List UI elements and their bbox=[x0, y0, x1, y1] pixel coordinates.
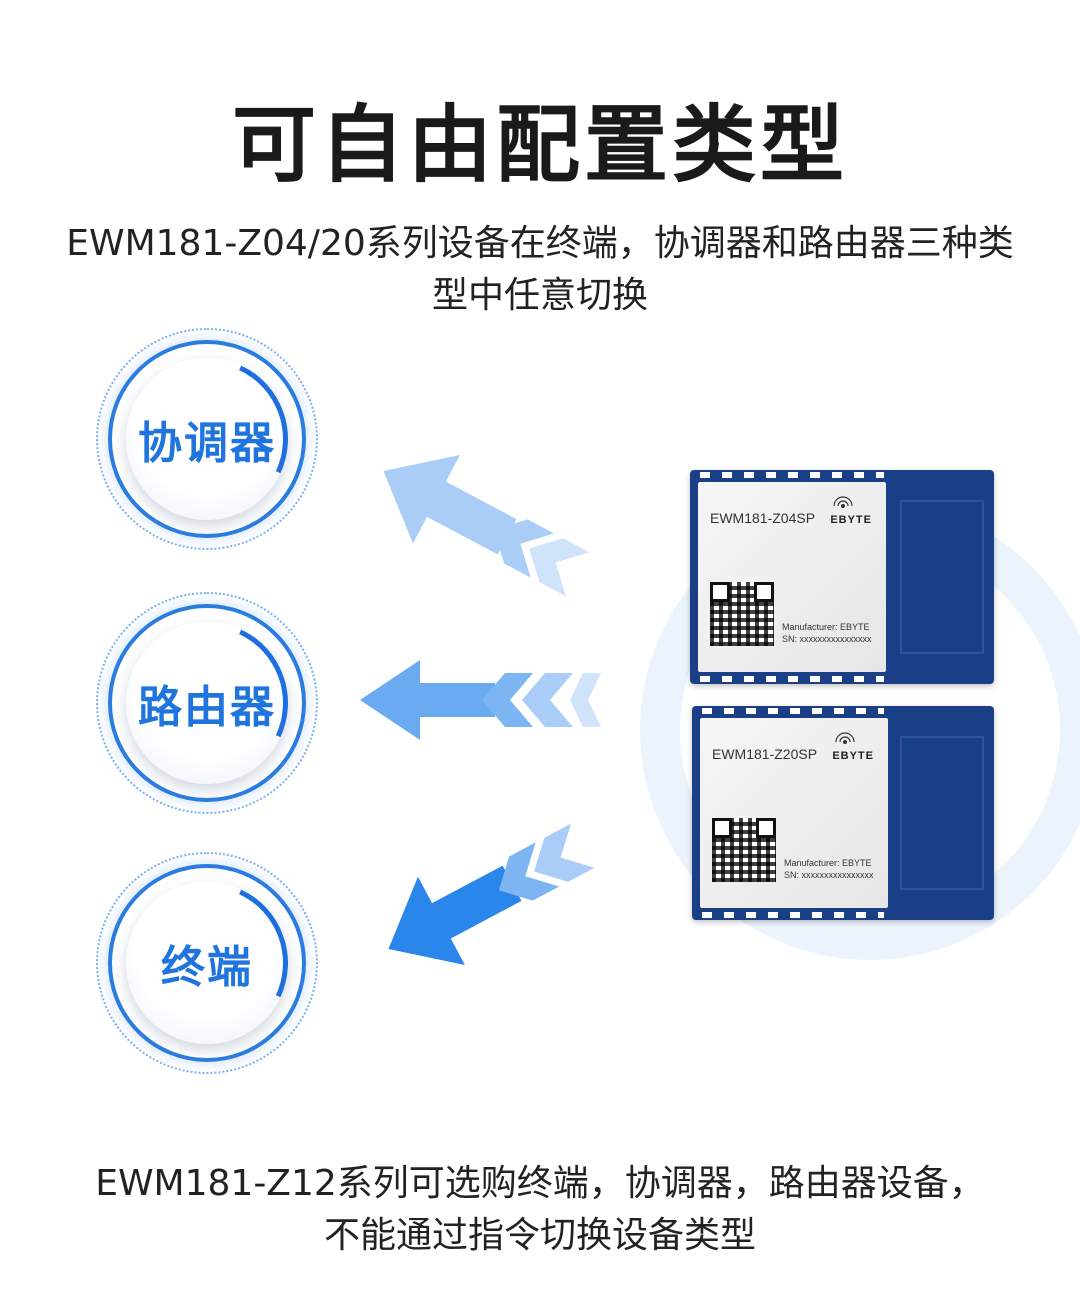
module-serial: SN: xxxxxxxxxxxxxxxx bbox=[782, 634, 872, 644]
footer-line-1: EWM181-Z12系列可选购终端，协调器，路由器设备， bbox=[95, 1163, 985, 1204]
role-ring bbox=[108, 340, 306, 538]
module-pins bbox=[702, 708, 884, 714]
module-z20sp: EWM181-Z20SP EBYTE Manufacturer: EBYTE S… bbox=[692, 706, 994, 920]
role-ring bbox=[108, 864, 306, 1062]
role-router: 路由器 bbox=[96, 592, 318, 814]
module-brand: EBYTE bbox=[830, 514, 872, 526]
role-outer-ring bbox=[96, 852, 318, 1074]
arrow-left-up-icon bbox=[383, 455, 590, 597]
module-z04sp: EWM181-Z04SP EBYTE Manufacturer: EBYTE S… bbox=[690, 470, 994, 684]
module-serial: SN: xxxxxxxxxxxxxxxx bbox=[784, 870, 874, 880]
role-outer-ring bbox=[96, 592, 318, 814]
module-antenna bbox=[900, 500, 984, 654]
role-label-coordinator: 协调器 bbox=[138, 418, 276, 469]
subtitle-line-1: EWM181-Z04/20系列设备在终端，协调器和路由器三种类 bbox=[66, 223, 1014, 264]
qr-code-icon bbox=[712, 818, 776, 882]
role-inner bbox=[126, 882, 288, 1044]
footer-note: EWM181-Z12系列可选购终端，协调器，路由器设备， 不能通过指令切换设备类… bbox=[20, 1158, 1060, 1262]
role-label-router: 路由器 bbox=[138, 682, 276, 733]
module-antenna bbox=[900, 736, 984, 890]
role-outer-ring bbox=[96, 328, 318, 550]
module-shield: EWM181-Z04SP EBYTE Manufacturer: EBYTE S… bbox=[698, 482, 886, 672]
role-label-end-device: 终端 bbox=[161, 942, 253, 993]
module-brand: EBYTE bbox=[832, 750, 874, 762]
role-inner bbox=[126, 622, 288, 784]
module-model-label: EWM181-Z20SP bbox=[712, 746, 818, 762]
role-ring bbox=[108, 604, 306, 802]
module-pins bbox=[700, 676, 884, 682]
footer-line-2: 不能通过指令切换设备类型 bbox=[323, 1215, 756, 1256]
subtitle-line-2: 型中任意切换 bbox=[431, 275, 648, 316]
wifi-signal-icon bbox=[835, 732, 855, 744]
role-coordinator: 协调器 bbox=[96, 328, 318, 550]
module-model-label: EWM181-Z04SP bbox=[710, 510, 816, 526]
module-pins bbox=[702, 912, 884, 918]
module-shield: EWM181-Z20SP EBYTE Manufacturer: EBYTE S… bbox=[700, 718, 888, 908]
qr-code-icon bbox=[710, 582, 774, 646]
role-end-device: 终端 bbox=[96, 852, 318, 1074]
arrow-left-icon bbox=[360, 660, 601, 740]
module-pins bbox=[700, 472, 884, 478]
page-title: 可自由配置类型 bbox=[231, 96, 848, 194]
module-manufacturer: Manufacturer: EBYTE bbox=[784, 858, 872, 868]
subtitle: EWM181-Z04/20系列设备在终端，协调器和路由器三种类 型中任意切换 bbox=[20, 218, 1060, 322]
wifi-signal-icon bbox=[833, 496, 853, 508]
arrow-left-down-icon bbox=[388, 823, 595, 965]
role-inner bbox=[126, 358, 288, 520]
module-manufacturer: Manufacturer: EBYTE bbox=[782, 622, 870, 632]
